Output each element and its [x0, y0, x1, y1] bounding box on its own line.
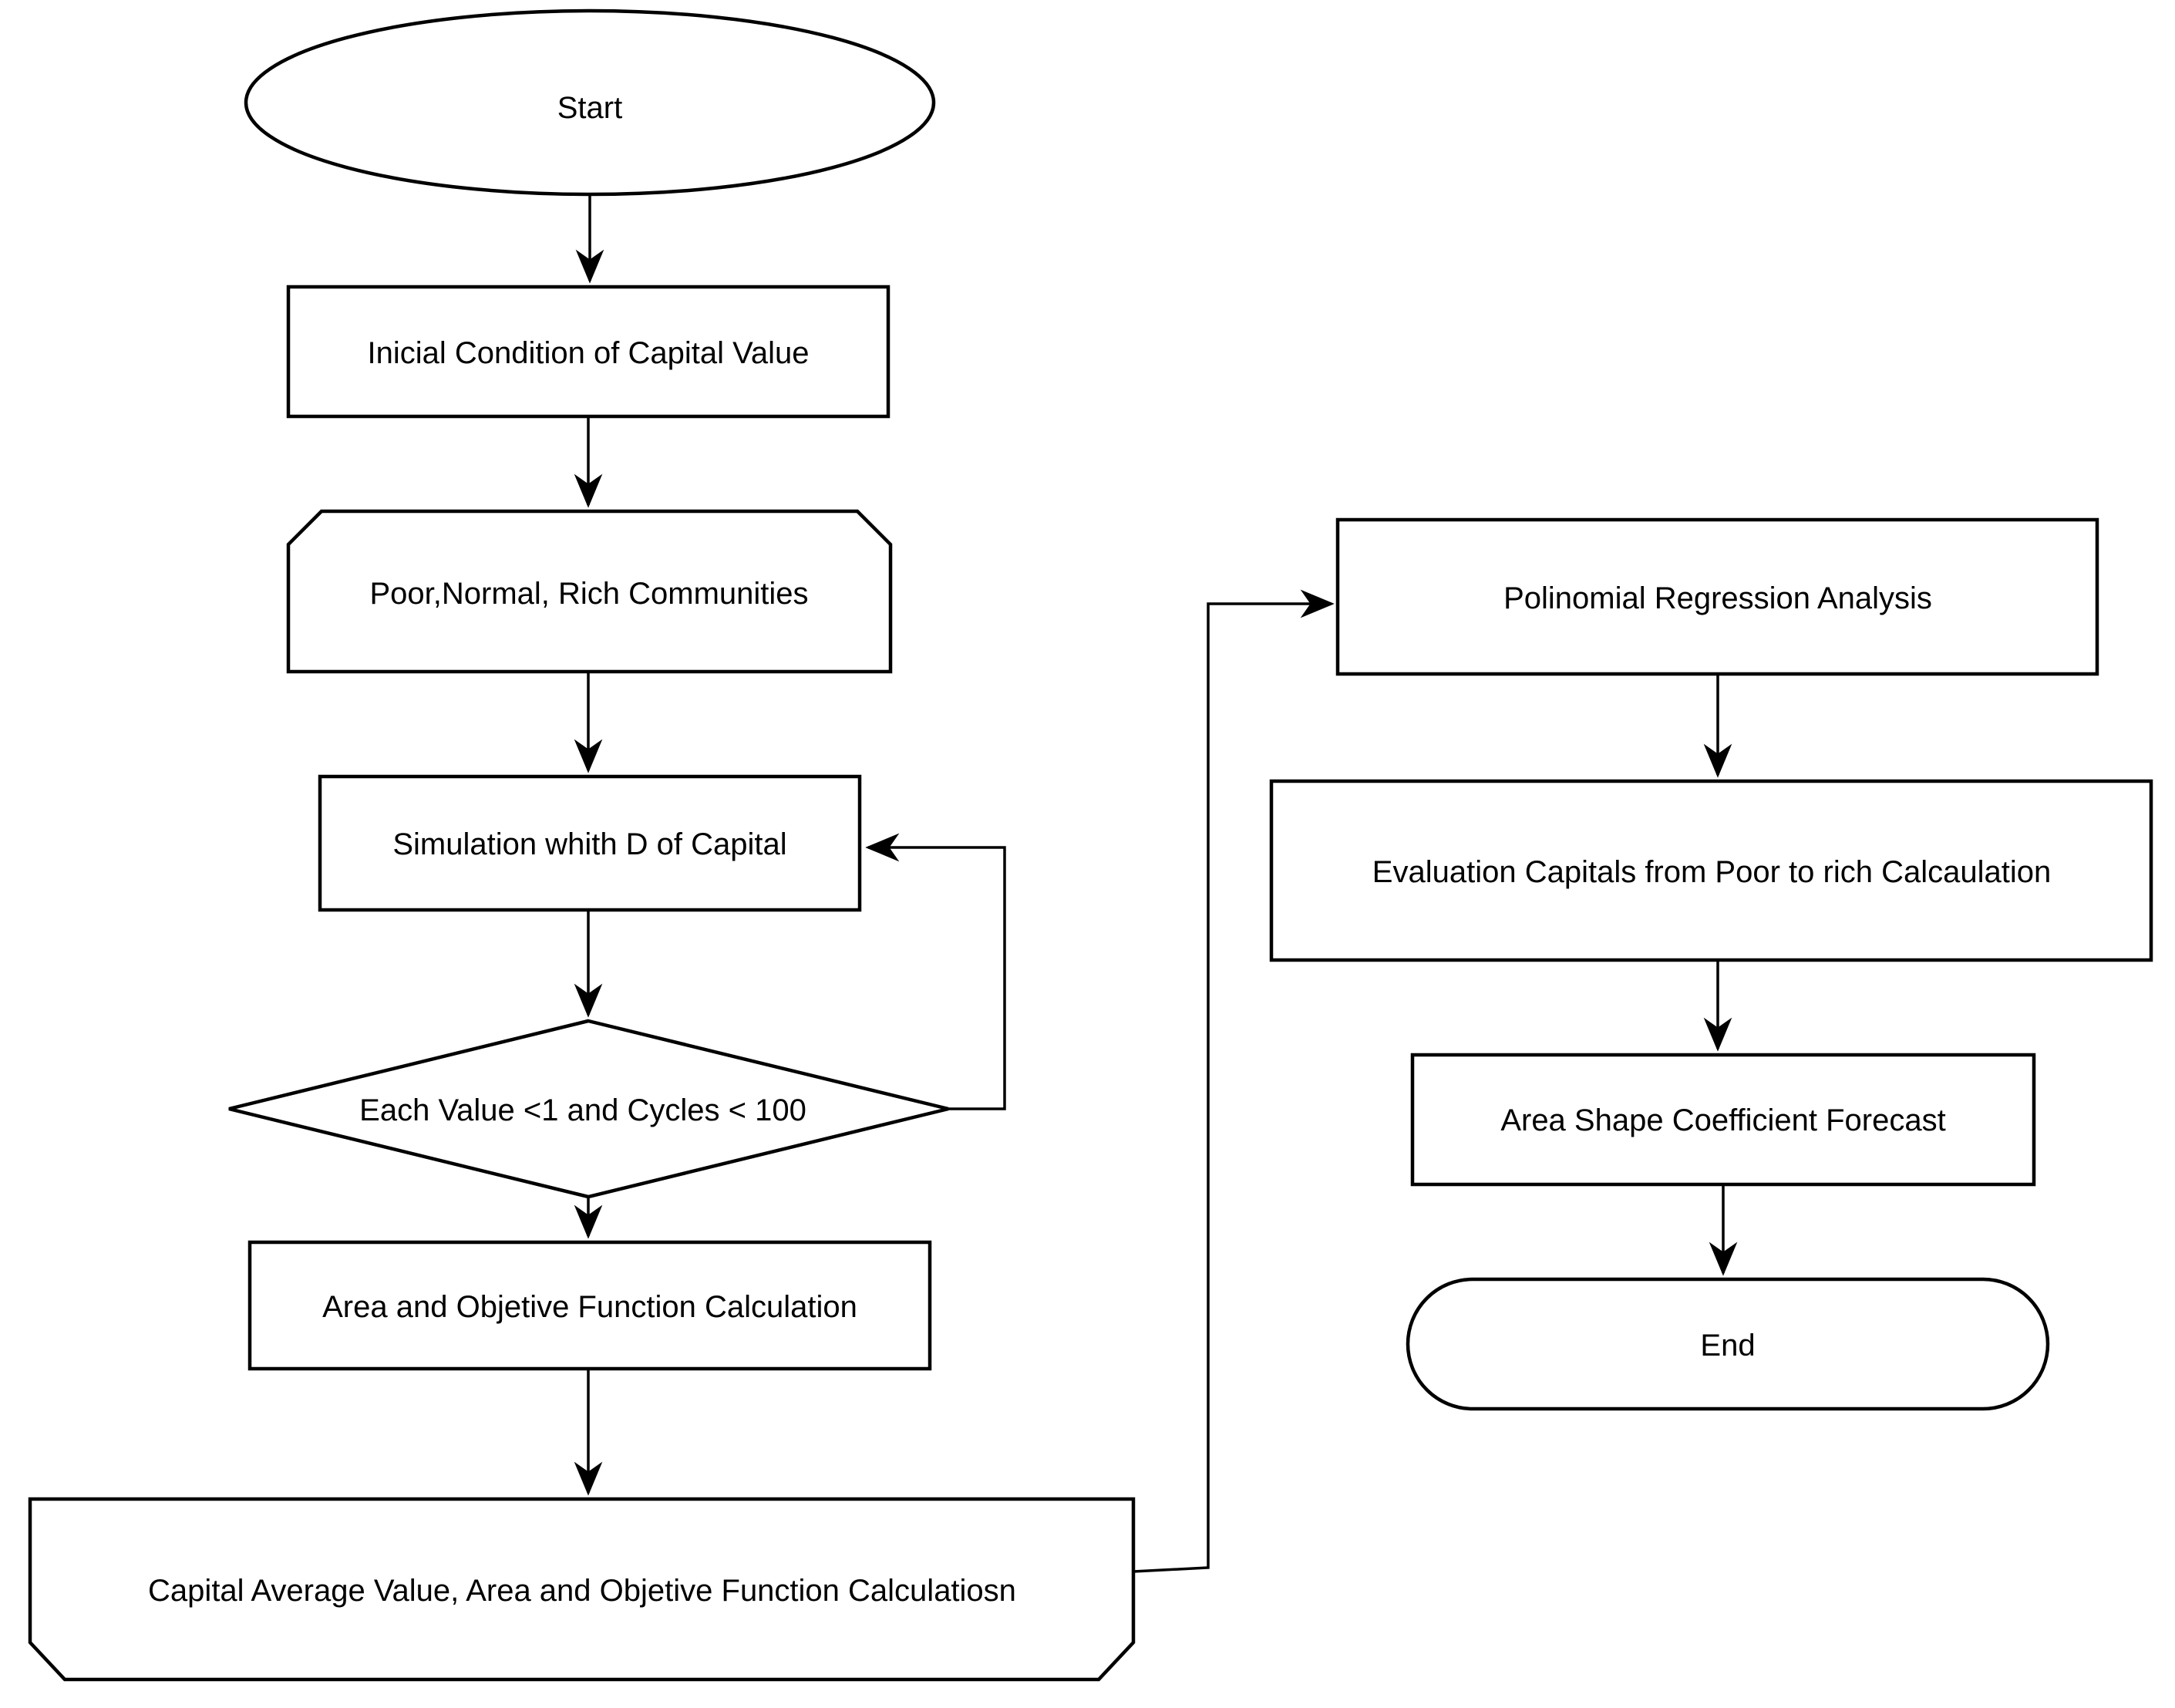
capital-average-card-shape: [28, 1497, 1136, 1682]
node-forecast: Area Shape Coefficient Forecast: [1410, 1053, 2036, 1187]
node-communities-label: Poor,Normal, Rich Communities: [369, 577, 808, 611]
node-evaluation: Evaluation Capitals from Poor to rich Ca…: [1269, 779, 2153, 962]
edge-layer: [574, 194, 1738, 1573]
node-capital-average-label: Capital Average Value, Area and Objetive…: [148, 1574, 1016, 1608]
node-evaluation-label: Evaluation Capitals from Poor to rich Ca…: [1372, 855, 2051, 889]
edge-cycle-decision-loop-back-to-simulation: [865, 833, 1006, 1110]
communities-card-shape: [286, 509, 893, 674]
node-initial-condition-label: Inicial Condition of Capital Value: [368, 336, 810, 370]
node-simulation-label: Simulation whith D of Capital: [392, 827, 786, 861]
node-start: Start: [244, 8, 936, 197]
edge-capital-average-to-regression: [1133, 589, 1335, 1573]
regression-process-shape: [1335, 517, 2099, 676]
node-capital-average: Capital Average Value, Area and Objetive…: [28, 1497, 1136, 1682]
node-area-objective-label: Area and Objetive Function Calculation: [322, 1290, 857, 1324]
node-forecast-label: Area Shape Coefficient Forecast: [1500, 1103, 1945, 1137]
area-objective-process-shape: [247, 1240, 932, 1371]
end-terminator-shape: [1406, 1277, 2050, 1411]
node-end-label: End: [1700, 1329, 1755, 1363]
node-cycle-decision: Each Value <1 and Cycles < 100: [228, 1019, 949, 1199]
node-communities: Poor,Normal, Rich Communities: [286, 509, 893, 674]
cycle-decision-diamond-shape: [228, 1019, 949, 1199]
node-layer: Start Inicial Condition of Capital Value…: [28, 8, 2153, 1682]
node-cycle-decision-label: Each Value <1 and Cycles < 100: [359, 1093, 806, 1127]
simulation-process-shape: [318, 774, 862, 912]
node-end: End: [1406, 1277, 2050, 1411]
node-initial-condition: Inicial Condition of Capital Value: [286, 285, 891, 419]
forecast-process-shape: [1410, 1053, 2036, 1187]
start-terminator-shape: [244, 8, 936, 197]
node-area-objective: Area and Objetive Function Calculation: [247, 1240, 932, 1371]
node-simulation: Simulation whith D of Capital: [318, 774, 862, 912]
node-regression-label: Polinomial Regression Analysis: [1503, 581, 1932, 615]
node-start-label: Start: [557, 91, 622, 125]
node-regression: Polinomial Regression Analysis: [1335, 517, 2099, 676]
evaluation-process-shape: [1269, 779, 2153, 962]
initial-condition-process-shape: [286, 285, 891, 419]
